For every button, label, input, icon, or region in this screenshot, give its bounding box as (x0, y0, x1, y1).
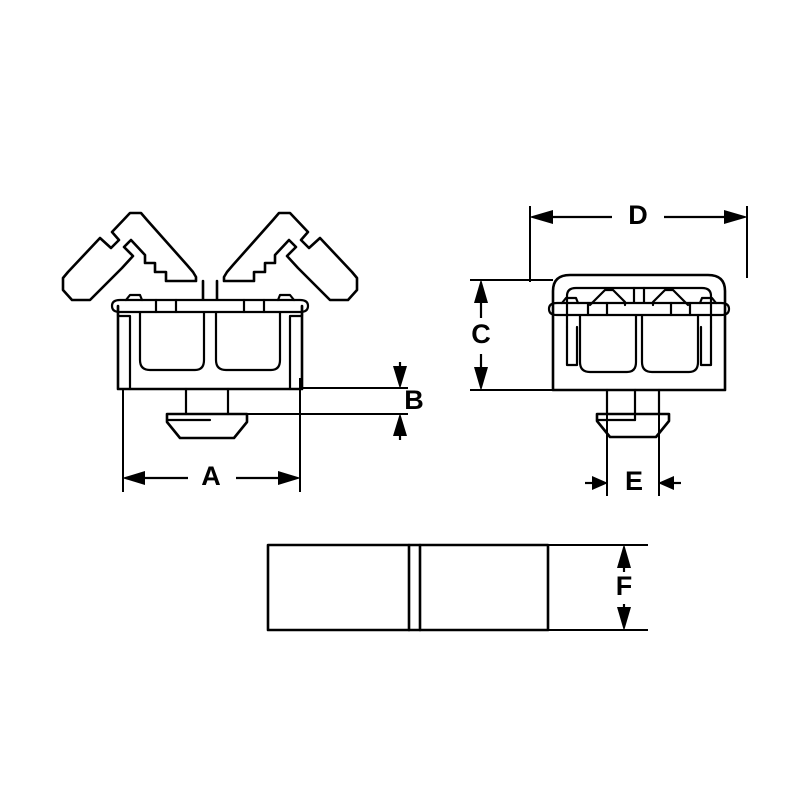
dimension-A-arrow-left (122, 471, 145, 485)
dimension-A-arrow-right (278, 471, 301, 485)
side-elevation-view (547, 273, 731, 439)
dimension-B-arrow-top (393, 366, 407, 389)
front-elevation-view (61, 211, 359, 440)
dimension-A-group: A (122, 378, 301, 492)
front-left-latch-nub (124, 293, 144, 302)
dimension-C-arrow-top (474, 279, 488, 303)
front-top-rail-bar (110, 298, 310, 314)
dimension-A-label: A (201, 461, 221, 491)
front-body-outline (116, 304, 304, 391)
dimension-F-group: F (548, 544, 648, 631)
plan-view (266, 543, 550, 632)
side-right-channel-pocket (640, 314, 700, 374)
side-top-rail-bar (547, 301, 731, 317)
side-shell-inner-top (565, 286, 713, 329)
dimension-C-label: C (471, 319, 491, 349)
side-right-latch-nub (698, 296, 718, 305)
side-inner-leg-left (565, 325, 579, 367)
dimension-E-arrow-left (592, 476, 608, 490)
front-right-spring-arm (222, 211, 359, 302)
dimension-E-group: E (585, 414, 681, 496)
side-shell-outline (551, 273, 727, 392)
dimension-F-label: F (616, 571, 633, 601)
dimension-D-group: D (529, 200, 748, 282)
dimension-C-group: C (470, 279, 553, 391)
front-right-latch-nub (276, 293, 296, 302)
dimension-B-arrow-bottom (393, 413, 407, 436)
front-left-channel-pocket (138, 311, 206, 372)
side-left-latch-nub (560, 296, 580, 305)
dimension-E-label: E (625, 466, 643, 496)
dimension-B-label: B (404, 385, 424, 415)
front-right-channel-pocket (214, 311, 282, 372)
dimension-F-arrow-top (617, 544, 631, 568)
side-inner-leg-right (699, 325, 713, 367)
dimension-B-group: B (225, 362, 424, 440)
dimension-F-arrow-bottom (617, 607, 631, 631)
front-left-spring-arm (61, 211, 198, 302)
dimension-C-arrow-bottom (474, 367, 488, 391)
side-left-channel-pocket (578, 314, 638, 374)
dimension-D-arrow-right (724, 210, 748, 224)
dimension-D-label: D (628, 200, 648, 230)
dimension-E-arrow-right (658, 476, 674, 490)
dimension-D-arrow-left (529, 210, 553, 224)
